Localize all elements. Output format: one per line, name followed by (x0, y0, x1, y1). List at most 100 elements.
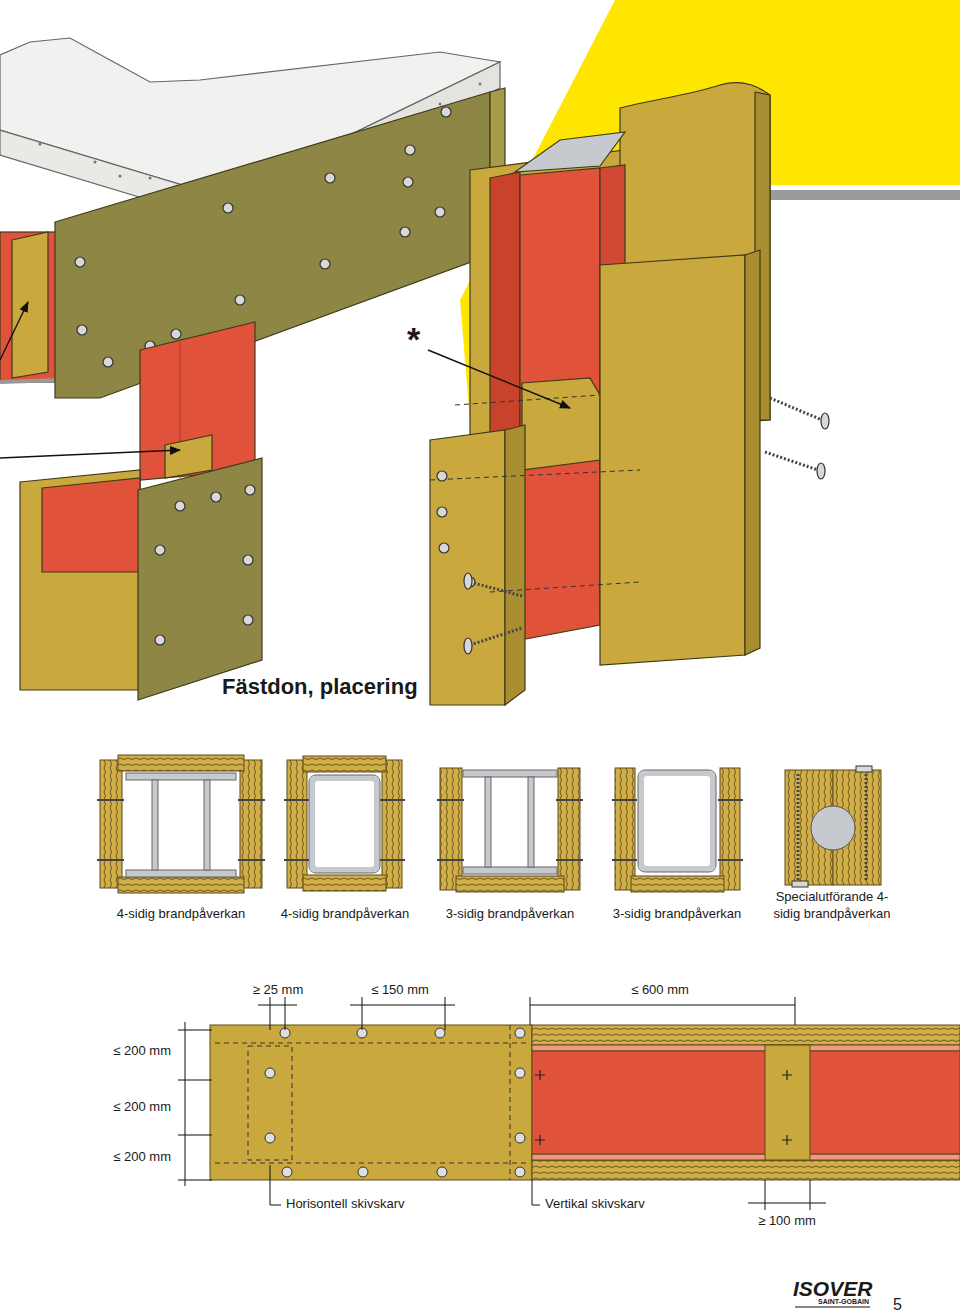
cross-section (97, 859, 124, 861)
cross-section (122, 771, 240, 877)
column-illustration (505, 425, 525, 705)
cross-section (631, 876, 724, 892)
column-illustration (470, 628, 522, 645)
beam-illustration (439, 103, 442, 106)
cross-section (307, 774, 382, 873)
column-illustration (245, 485, 255, 495)
cross-section (126, 870, 236, 877)
dimension-line (532, 1180, 540, 1205)
board-elevation (535, 1070, 792, 1145)
logo-subtext: SAINT-GOBAIN (818, 1298, 869, 1307)
joint-label: Horisontell skivskarv (286, 1196, 404, 1212)
cross-section (437, 799, 464, 801)
dimension-line (445, 997, 446, 1030)
board-elevation (532, 1051, 960, 1154)
leader-arrow (0, 302, 28, 360)
dimension-line (270, 997, 271, 1030)
cross-section (238, 859, 265, 861)
cross-section (440, 768, 462, 890)
cross-section (118, 877, 244, 893)
beam-illustration (0, 380, 60, 382)
cross-section (437, 768, 583, 892)
board-elevation (532, 1160, 960, 1180)
caption: Specialutförande 4-sidig brandpåverkan (764, 889, 900, 923)
cross-section (615, 768, 635, 890)
beam-illustration (55, 92, 490, 398)
cross-section (811, 806, 855, 850)
dimension-label: ≥ 100 mm (758, 1213, 816, 1229)
board-elevation (510, 1025, 511, 1180)
cross-section (284, 756, 405, 891)
column-illustration (243, 615, 253, 625)
cross-section (437, 859, 464, 861)
column-illustration (211, 492, 221, 502)
column-illustration (464, 413, 829, 654)
column-illustration (430, 430, 505, 705)
cross-section (312, 778, 377, 870)
board-elevation (358, 1167, 368, 1177)
cross-section (437, 800, 583, 860)
dimension-line (530, 1005, 795, 1006)
cross-section (528, 777, 534, 867)
column-illustration (522, 378, 600, 470)
caption: 4-sidig brandpåverkan (117, 906, 246, 922)
cross-section (797, 774, 800, 880)
caption: 3-sidig brandpåverkan (613, 906, 742, 922)
column-illustration (175, 501, 185, 511)
cross-section (97, 799, 124, 801)
beam-illustration (405, 145, 415, 155)
beam-illustration (149, 177, 152, 180)
title: Fästdon, placering (222, 673, 418, 701)
column-illustration (430, 83, 829, 705)
dimension-label: ≤ 200 mm (113, 1043, 171, 1059)
board-elevation (265, 1068, 275, 1078)
cross-section (462, 768, 558, 876)
beam-illustration (479, 83, 482, 86)
cross-section (100, 760, 122, 888)
cross-section (126, 773, 236, 780)
dimension-line (185, 1022, 186, 1186)
page-number: 5 (893, 1295, 902, 1315)
dimension-line (178, 1135, 212, 1136)
column-illustration (155, 485, 255, 645)
dimension-line (258, 1005, 297, 1006)
board-elevation (532, 1025, 960, 1045)
beam-illustration (119, 175, 122, 178)
dimension-line (810, 1180, 811, 1210)
column-illustration (155, 635, 165, 645)
board-elevation (535, 1135, 545, 1145)
leader-arrow (428, 350, 570, 408)
dimension-line (795, 997, 796, 1025)
cross-section (612, 768, 743, 892)
column-illustration (165, 435, 212, 478)
cross-section (612, 800, 743, 860)
board-elevation (215, 1163, 530, 1164)
logo-rule (795, 1307, 870, 1308)
cross-section (284, 799, 309, 801)
column-illustration (515, 132, 625, 172)
dimension-line (748, 1203, 826, 1204)
beam-illustration (75, 107, 451, 367)
beam-illustration (441, 107, 451, 117)
dimension-line (270, 1165, 281, 1205)
cross-section (865, 774, 868, 880)
dimension-line (350, 1005, 455, 1006)
column-illustration (464, 573, 472, 589)
cross-section (284, 800, 405, 860)
beam-illustration (171, 329, 181, 339)
cross-section (97, 755, 265, 893)
beam-illustration (325, 173, 335, 183)
callout-marker: * (407, 318, 420, 361)
board-elevation (435, 1028, 445, 1038)
beam-illustration (400, 227, 410, 237)
dimension-line (178, 997, 826, 1210)
cross-section (641, 773, 713, 869)
board-elevation (437, 1167, 447, 1177)
board-elevation (210, 1025, 960, 1180)
board-elevation (515, 1068, 525, 1078)
cross-section (152, 780, 158, 870)
board-elevation (215, 1043, 530, 1044)
board-elevation (532, 1154, 960, 1160)
cross-section (382, 760, 402, 888)
